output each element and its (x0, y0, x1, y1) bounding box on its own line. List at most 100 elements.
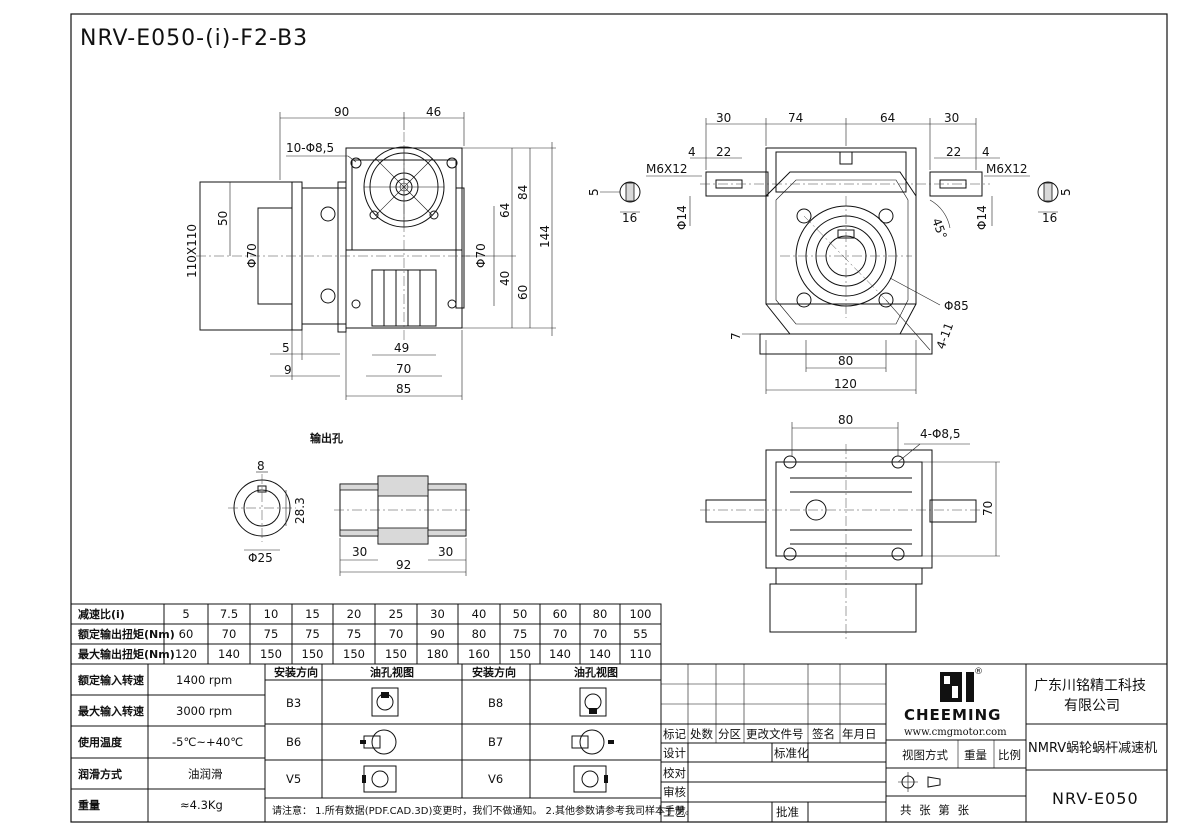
side-dim: Φ14 (975, 205, 989, 230)
ratio-cell: 15 (305, 607, 320, 621)
logo-registered: ® (974, 667, 983, 677)
ratio-cell: 150 (385, 647, 407, 661)
spec-value: -5℃~+40℃ (172, 735, 243, 749)
ratio-cell: 70 (222, 627, 237, 641)
view-mode-label: 视图方式 (902, 748, 948, 762)
oil-view-b7-icon (571, 729, 614, 755)
ratio-cell: 50 (513, 607, 528, 621)
ratio-cell: 40 (472, 607, 487, 621)
rev-header: 签名 (812, 727, 835, 741)
front-dim: 50 (216, 211, 230, 226)
side-dim: 64 (880, 111, 895, 125)
mount-header: 油孔视图 (574, 665, 618, 679)
spec-label: 额定输入转速 (78, 673, 144, 687)
spec-value: 油润滑 (188, 767, 223, 781)
ratio-cell: 150 (302, 647, 324, 661)
side-view: 30 74 64 30 4 22 22 4 M6X12 M6X12 5 16 Φ… (587, 111, 1073, 394)
spec-value: 3000 rpm (176, 704, 232, 718)
ratio-cell: 110 (630, 647, 652, 661)
ratio-cell: 75 (347, 627, 362, 641)
side-dim: 22 (946, 145, 961, 159)
top-view: 80 4-Φ8,5 70 (700, 413, 1000, 640)
ratio-table: 减速比(i) 额定输出扭矩(Nm) 最大输出扭矩(Nm) 5601207.570… (70, 603, 662, 665)
side-dim: Φ14 (675, 205, 689, 230)
front-dim: 60 (516, 285, 530, 300)
rev-row-label: 批准 (776, 805, 799, 819)
oil-view-v6-icon (573, 765, 608, 793)
side-dim: 30 (944, 111, 959, 125)
front-dim: 46 (426, 105, 441, 119)
oil-view-v5-icon (362, 765, 397, 793)
rev-header: 标记 (663, 727, 686, 741)
spec-table: 额定输入转速 1400 rpm 最大输入转速 3000 rpm 使用温度 -5℃… (70, 663, 266, 823)
front-dim: 144 (538, 225, 552, 248)
spec-label: 润滑方式 (78, 767, 122, 781)
mount-code: B7 (488, 735, 503, 749)
ratio-cell: 120 (175, 647, 197, 661)
spec-label: 最大输入转速 (78, 704, 144, 718)
bore-dim: 8 (257, 459, 265, 473)
output-bore-label: 输出孔 (310, 431, 343, 445)
ratio-cell: 140 (589, 647, 611, 661)
ratio-cell: 5 (182, 607, 189, 621)
side-dim: M6X12 (646, 162, 687, 176)
ratio-row-label: 最大输出扭矩(Nm) (78, 647, 175, 661)
ratio-cell: 55 (633, 627, 648, 641)
revision-block: 标记 处数 分区 更改文件号 签名 年月日 设计 标准化 校对 审核 工艺 批准 (660, 663, 887, 823)
spec-label: 使用温度 (77, 735, 123, 749)
side-dim: 5 (1059, 188, 1073, 196)
logo-brand: CHEEMING (904, 706, 1001, 724)
ratio-row-label: 额定输出扭矩(Nm) (78, 627, 175, 641)
rev-row-label: 标准化 (774, 746, 809, 760)
ratio-cell: 90 (430, 627, 445, 641)
mount-code: V6 (488, 772, 503, 786)
projection-symbol-icon (898, 772, 941, 792)
spec-value: 1400 rpm (176, 673, 232, 687)
model-number: NRV-E050 (1052, 789, 1139, 808)
ratio-cell: 80 (472, 627, 487, 641)
ratio-cell: 140 (549, 647, 571, 661)
oil-view-b6-icon (360, 729, 397, 755)
ratio-cell: 30 (430, 607, 445, 621)
top-dim: 70 (981, 501, 995, 516)
company-name-line1: 广东川铭精工科技 (1034, 678, 1146, 694)
top-dim: 80 (838, 413, 853, 427)
ratio-cell: 75 (264, 627, 279, 641)
ratio-cell: 20 (347, 607, 362, 621)
drawing-title: NRV-E050-(i)-F2-B3 (80, 26, 308, 51)
ratio-row-label: 减速比(i) (78, 607, 125, 621)
front-dim: 49 (394, 341, 409, 355)
ratio-cell: 150 (509, 647, 531, 661)
bore-dim: 30 (438, 545, 453, 559)
rev-row-label: 工艺 (663, 805, 686, 819)
side-dim: 4 (982, 145, 990, 159)
front-dim: 9 (284, 363, 292, 377)
cheeming-logo-icon (940, 672, 974, 702)
mount-code: V5 (286, 772, 301, 786)
side-dim: 74 (788, 111, 803, 125)
output-bore-view: 输出孔 8 28.3 Φ25 30 30 92 (228, 431, 472, 576)
note-text: 请注意： 1.所有数据(PDF.CAD.3D)变更时，我们不做通知。 2.其他参… (272, 804, 695, 817)
weight-label: 重量 (964, 748, 987, 762)
side-dim: 7 (729, 332, 743, 340)
ratio-cell: 100 (630, 607, 652, 621)
side-dim: 30 (716, 111, 731, 125)
bore-dim: 92 (396, 558, 411, 572)
bore-dim: Φ25 (248, 551, 273, 565)
rev-row-label: 校对 (663, 766, 686, 780)
side-dim: 120 (834, 377, 857, 391)
front-dim: 85 (396, 382, 411, 396)
ratio-cell: 60 (179, 627, 194, 641)
front-dim: 110X110 (185, 224, 199, 278)
rev-row-label: 设计 (663, 746, 686, 760)
mount-header: 油孔视图 (370, 665, 414, 679)
side-dim: 16 (1042, 211, 1057, 225)
sheet-count: 共 张 第 张 (900, 803, 971, 817)
front-dim: Φ70 (474, 243, 488, 268)
side-dim: M6X12 (986, 162, 1027, 176)
ratio-cell: 25 (389, 607, 404, 621)
mount-code: B3 (286, 696, 301, 710)
rev-row-label: 审核 (663, 785, 686, 799)
oil-view-b8-icon (579, 687, 607, 717)
